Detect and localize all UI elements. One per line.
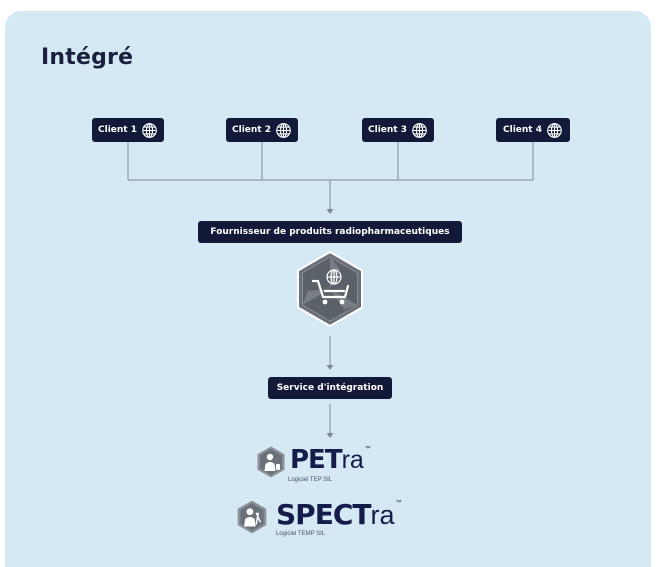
integration-service-box: Service d'intégration — [268, 377, 392, 399]
integration-service-label: Service d'intégration — [276, 383, 384, 393]
radiopharmacist-badge-icon — [256, 445, 286, 479]
supplier-label: Fournisseur de produits radiopharmaceuti… — [210, 227, 450, 237]
supplier-box: Fournisseur de produits radiopharmaceuti… — [198, 221, 462, 243]
petra-subtitle: Logiciel TEP SIL — [288, 477, 333, 483]
spectra-subtitle: Logiciel TEMP SIL — [276, 531, 326, 537]
globe-icon — [547, 122, 562, 138]
petra-logo: PETra Logiciel TEP SIL ™ — [256, 445, 371, 483]
page-title: Intégré — [41, 45, 134, 70]
client-label: Client 2 — [232, 125, 271, 135]
shopping-cart-globe-icon — [296, 250, 364, 328]
client-label: Client 1 — [98, 125, 137, 135]
spectra-name-bold: SPECT — [276, 498, 371, 531]
petra-name-light: ra — [341, 446, 364, 474]
spectra-name-light: ra — [370, 500, 395, 530]
client-box-2: Client 2 — [226, 118, 298, 142]
globe-icon — [276, 122, 291, 138]
spectra-logo: SPECTra Logiciel TEMP SIL ™ — [236, 498, 402, 537]
client-label: Client 4 — [503, 125, 542, 135]
client-box-3: Client 3 — [362, 118, 434, 142]
globe-icon — [142, 122, 157, 138]
client-box-4: Client 4 — [496, 118, 570, 142]
arrow-head-supplier — [326, 209, 334, 214]
client-label: Client 3 — [368, 125, 407, 135]
petra-name-bold: PET — [290, 445, 343, 475]
arrow-head-service — [326, 365, 334, 370]
petra-trademark: ™ — [364, 446, 371, 452]
arrow-head-products — [326, 433, 334, 438]
client-box-1: Client 1 — [92, 118, 164, 142]
globe-icon — [412, 122, 427, 138]
spectra-trademark: ™ — [395, 500, 402, 506]
radiopharmacist-badge-icon — [236, 499, 268, 535]
